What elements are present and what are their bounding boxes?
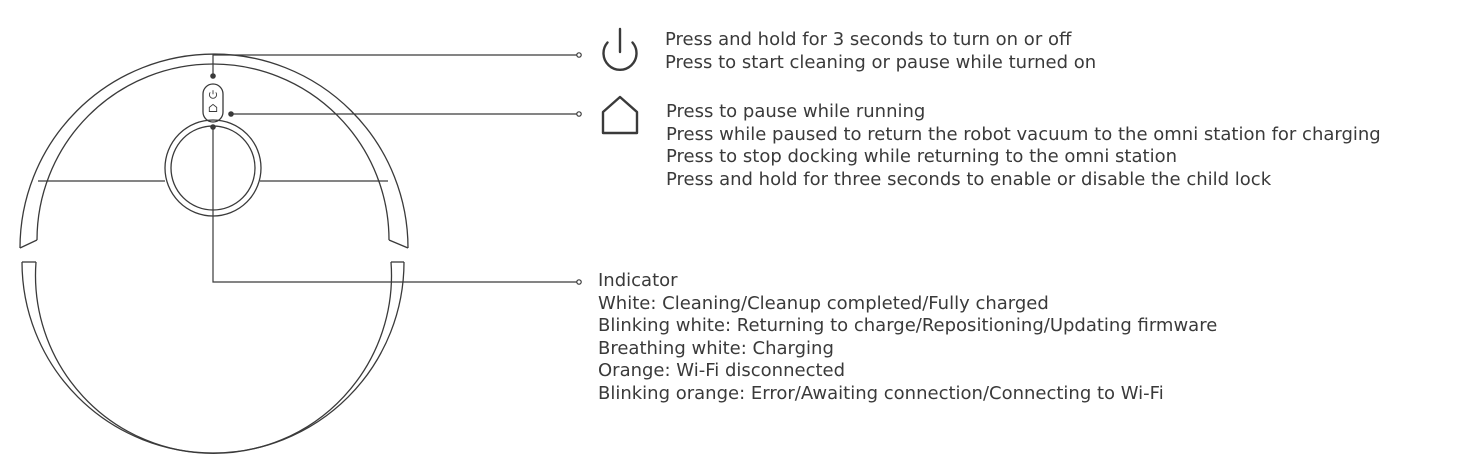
power-button-description: Press and hold for 3 seconds to turn on … [665,29,1096,74]
indicator-leader-end [576,279,582,285]
home-leader-dot [228,111,234,117]
bumper-arc-top [19,53,409,249]
indicator-title: Indicator [598,270,678,291]
home-description-line: Press to stop docking while returning to… [666,146,1177,167]
power-leader-dot [210,73,216,79]
indicator-leader-line [212,127,577,283]
power-description-line: Press and hold for 3 seconds to turn on … [665,29,1072,50]
indicator-description-line: Orange: Wi-Fi disconnected [598,360,846,381]
body-outer-arc [21,261,405,454]
leader-lines [210,52,582,285]
power-icon [208,90,218,99]
home-icon [601,95,639,135]
home-description-line: Press to pause while running [666,101,926,122]
indicator-description-line: Blinking orange: Error/Awaiting connecti… [598,382,1164,404]
power-leader-line [212,54,577,76]
body-inner-arc [34,261,393,454]
home-icon [208,103,218,112]
indicator-description-line: Blinking white: Returning to charge/Repo… [598,315,1218,336]
power-leader-end [576,52,582,58]
home-description-line: Press and hold for three seconds to enab… [666,168,1272,190]
indicator-leader-dot [210,124,216,130]
indicator-description-line: White: Cleaning/Cleanup completed/Fully … [598,292,1049,314]
bumper-left-end-top [19,239,38,249]
indicator-description-line: Breathing white: Charging [598,337,834,359]
indicator-description: Indicator White: Cleaning/Cleanup comple… [598,270,1217,405]
home-leader-end [576,111,582,117]
home-description-line: Press while paused to return the robot v… [666,123,1381,145]
home-button-description: Press to pause while running Press while… [666,101,1381,191]
power-icon [602,27,638,71]
bumper-right-end-top [388,239,409,249]
button-pill [202,83,224,123]
robot-button-panel [202,83,224,123]
power-description-line: Press to start cleaning or pause while t… [665,51,1097,73]
